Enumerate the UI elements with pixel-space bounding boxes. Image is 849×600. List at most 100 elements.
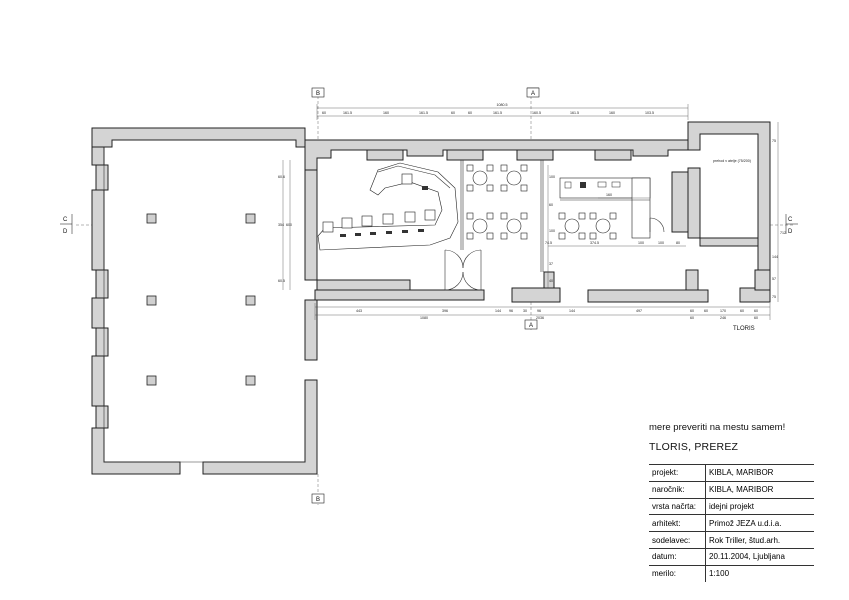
- dim-label: 600: [286, 223, 292, 227]
- dim-label: 246: [720, 316, 726, 320]
- section-d-label: D: [63, 229, 68, 235]
- dim-label: 60: [549, 203, 553, 207]
- section-b-label: B: [316, 497, 320, 503]
- title-block-key: merilo:: [649, 564, 706, 582]
- dim-label: 80: [676, 241, 680, 245]
- drawing-title: TLORIS, PREREZ: [649, 441, 739, 453]
- dim-label: 497: [636, 309, 642, 313]
- hall-columns: [146, 213, 256, 386]
- dim-label: 60: [754, 309, 758, 313]
- section-b-label: B: [316, 91, 320, 97]
- dim-label: 374.5: [590, 241, 599, 245]
- section-a-label: A: [531, 91, 535, 97]
- top-dimension-labels: 1080.5 60 161.5 160 161.5 60 60 161.5 16…: [322, 103, 654, 115]
- dim-label: 161.5: [343, 111, 352, 115]
- room-note: prehod v atelje (75/200): [713, 159, 751, 163]
- dim-label: 712: [780, 231, 786, 235]
- dim-label: 57: [772, 277, 776, 281]
- section-marker-a-bottom: A: [524, 319, 538, 330]
- dim-label: 96: [537, 309, 541, 313]
- section-d-label: D: [788, 229, 793, 235]
- dim-label: 144: [495, 309, 501, 313]
- section-marker-cd-right: C D: [785, 214, 798, 235]
- dim-label: 160: [606, 193, 612, 197]
- left-dimension-labels: 60.6 600 354 60.5: [278, 175, 292, 283]
- section-marker-b-top: B: [311, 87, 325, 98]
- dim-label: 1080: [420, 316, 428, 320]
- dim-label: 60: [754, 316, 758, 320]
- dim-label: 40: [549, 279, 553, 283]
- dim-label: 354: [278, 223, 284, 227]
- dim-label: 100: [658, 241, 664, 245]
- site-note: mere preveriti na mestu samem!: [649, 422, 786, 433]
- title-block-value: Primož JEZA u.d.i.a.: [705, 514, 814, 532]
- title-block-value: Rok Triller, štud.arh.: [705, 531, 814, 549]
- section-marker-cd-left: C D: [60, 214, 73, 235]
- section-c-label: C: [63, 217, 68, 223]
- dim-label: 60: [322, 111, 326, 115]
- title-block-row: datum:20.11.2004, Ljubljana: [649, 547, 814, 566]
- wing-walls: [304, 121, 771, 303]
- title-block-key: arhitekt:: [649, 514, 706, 532]
- dim-label: 100: [549, 175, 555, 179]
- kitchen: [559, 177, 665, 239]
- section-a-label: A: [529, 323, 533, 329]
- hall-walls: [91, 127, 318, 475]
- title-block-value: 1:100: [705, 564, 814, 582]
- section-c-label: C: [788, 217, 793, 223]
- title-block-row: naročnik:KIBLA, MARIBOR: [649, 480, 814, 499]
- title-block-key: projekt:: [649, 464, 706, 482]
- dim-label: 60: [740, 309, 744, 313]
- dim-label: 60: [690, 316, 694, 320]
- bottom-dimension-labels: 443 396 144 96 30 96 144 497 60 60 170 6…: [356, 309, 758, 320]
- dim-label: 396: [442, 309, 448, 313]
- dim-label: 160: [383, 111, 389, 115]
- dim-label: 60.6: [278, 175, 285, 179]
- title-block-row: projekt:KIBLA, MARIBOR: [649, 464, 814, 482]
- title-block-key: datum:: [649, 547, 706, 566]
- dim-label: 161.5: [419, 111, 428, 115]
- plan-name: TLORIS: [733, 326, 755, 332]
- dim-label: 160: [609, 111, 615, 115]
- dim-label: 161.5: [493, 111, 502, 115]
- bar-counter: [317, 162, 459, 251]
- title-block-row: arhitekt:Primož JEZA u.d.i.a.: [649, 514, 814, 532]
- dim-label: 160.5: [532, 111, 541, 115]
- dim-label: 74.5: [545, 241, 552, 245]
- dim-label: 60: [690, 309, 694, 313]
- dim-label: 30: [523, 309, 527, 313]
- dim-label: 144: [772, 255, 778, 259]
- dim-label: 103.5: [645, 111, 654, 115]
- title-block-key: vrsta načrta:: [649, 497, 706, 515]
- title-block-row: sodelavec:Rok Triller, štud.arh.: [649, 531, 814, 549]
- dim-label: 75: [772, 139, 776, 143]
- title-block-value: KIBLA, MARIBOR: [705, 480, 814, 499]
- title-block-key: naročnik:: [649, 480, 706, 499]
- dim-label: 100: [638, 241, 644, 245]
- dim-label: 161.5: [570, 111, 579, 115]
- title-block-value: KIBLA, MARIBOR: [705, 464, 814, 482]
- title-block-value: 20.11.2004, Ljubljana: [705, 547, 814, 566]
- partition: [444, 160, 544, 291]
- section-marker-b-bottom: B: [311, 493, 325, 504]
- dim-label: 60: [468, 111, 472, 115]
- title-block-row: vrsta načrta:idejni projekt: [649, 497, 814, 515]
- dim-label: 100: [549, 229, 555, 233]
- title-block-row: merilo:1:100: [649, 564, 814, 582]
- dim-label: 75: [772, 295, 776, 299]
- dim-label: 60: [704, 309, 708, 313]
- dim-label: 60: [451, 111, 455, 115]
- dim-label: 2036: [536, 316, 544, 320]
- inner-dimension-labels: 160 374.5 100 100 80 74.5 100 60 37 100 …: [545, 175, 680, 283]
- dim-label: 37: [549, 262, 553, 266]
- section-marker-a-top: A: [526, 87, 540, 98]
- dim-label: 443: [356, 309, 362, 313]
- dim-label: 96: [509, 309, 513, 313]
- dimension-lines: [76, 96, 795, 505]
- title-block-key: sodelavec:: [649, 531, 706, 549]
- dim-label: 60.5: [278, 279, 285, 283]
- dining-tables: [466, 164, 617, 240]
